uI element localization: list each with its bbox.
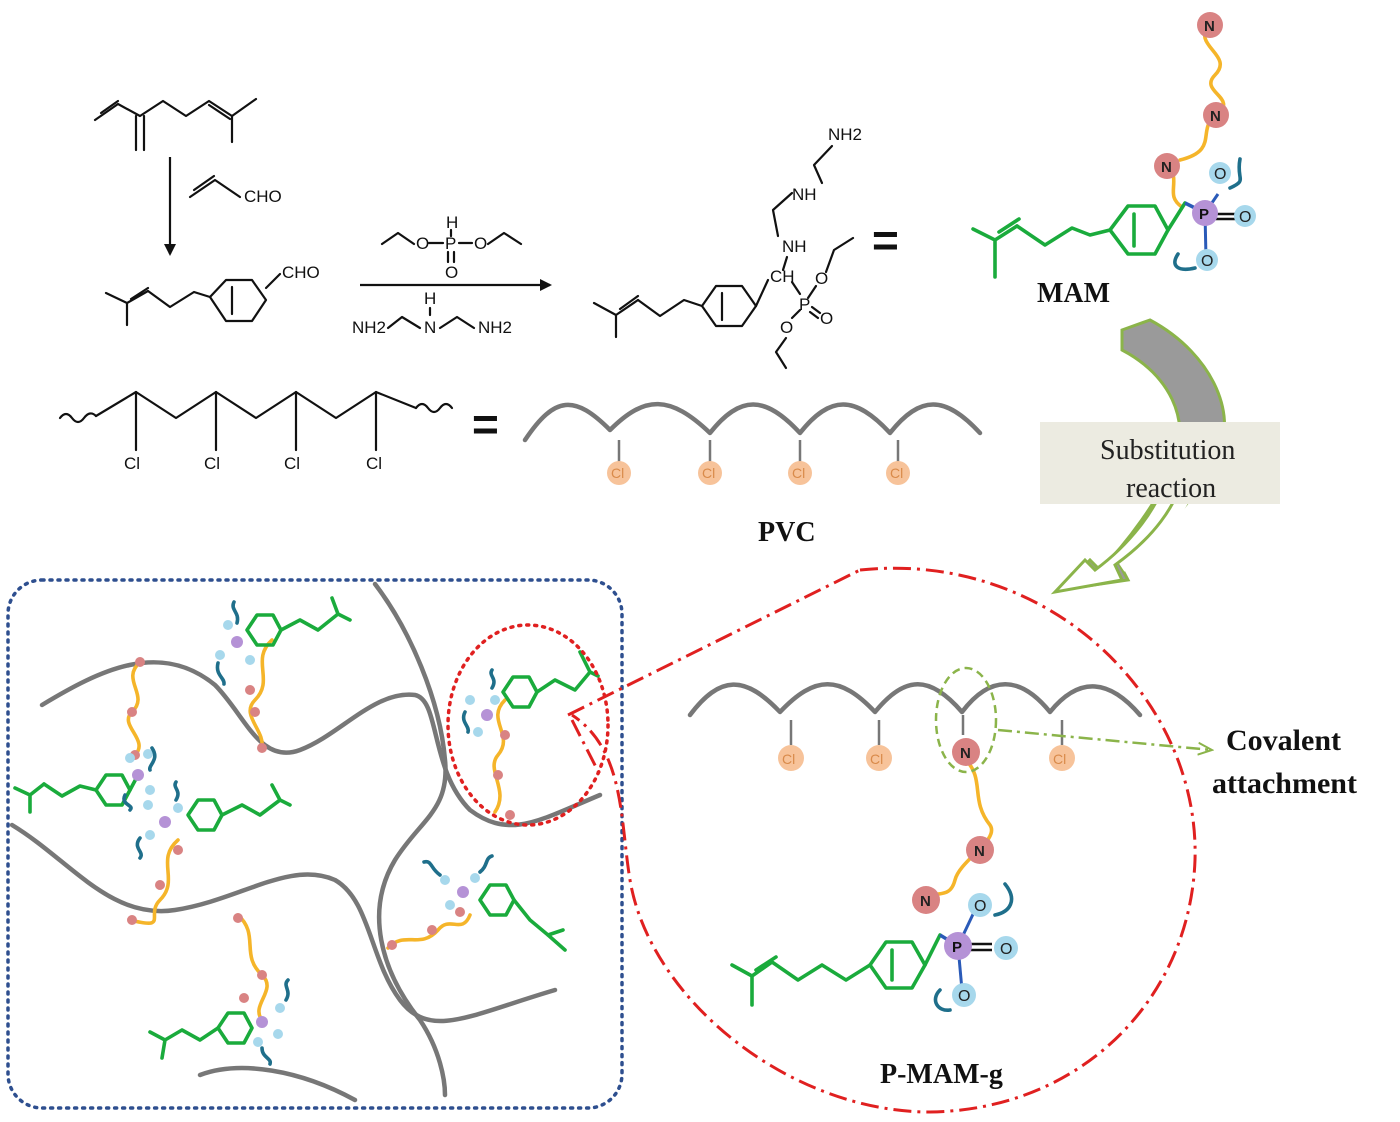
zoom-callout <box>567 566 1197 1114</box>
zoom-source-circle <box>446 623 610 827</box>
p-mam-g-label: P-MAM-g <box>880 1059 1003 1090</box>
p-label: P <box>799 295 810 314</box>
acrolein-structure: CHO <box>188 174 282 206</box>
substitution-label-line2: reaction <box>1126 473 1216 504</box>
nh2-left-label: NH2 <box>352 318 386 337</box>
ch-label: CH <box>770 267 795 286</box>
cl-label: Cl <box>124 454 140 473</box>
network-mam-grafts <box>13 596 600 1066</box>
n-atom-label: N <box>1161 159 1172 176</box>
o-atom-label: O <box>974 898 986 915</box>
nh-label-1: NH <box>792 185 817 204</box>
nh2-right-label: NH2 <box>478 318 512 337</box>
covalent-arrow <box>997 728 1212 750</box>
p-mam-g-cartoon: Cl Cl Cl N N N P O O O <box>687 682 1143 1012</box>
o-atom-label: O <box>1239 209 1251 226</box>
mam-label: MAM <box>1037 278 1110 309</box>
n-atom-label: N <box>960 745 971 762</box>
n-center-label: N <box>424 318 436 337</box>
cl-label: Cl <box>284 454 300 473</box>
cl-label: Cl <box>792 465 805 481</box>
substitution-label-line1: Substitution <box>1100 435 1235 466</box>
cl-label: Cl <box>204 454 220 473</box>
pvc-skeletal-structure: Cl Cl Cl Cl <box>58 390 454 473</box>
network-pvc-chains <box>9 581 603 1103</box>
n-atom-label: N <box>974 843 985 860</box>
h-label: H <box>424 289 436 308</box>
myrcene-structure <box>93 97 258 152</box>
covalent-highlight-ellipse <box>934 666 998 774</box>
o-label: O <box>474 234 487 253</box>
substitution-label-box <box>1040 422 1280 504</box>
equals-sign-mam: = <box>872 214 899 266</box>
o-atom-label: O <box>958 988 970 1005</box>
cho-label-2: CHO <box>282 263 320 282</box>
equals-sign-pvc: = <box>472 398 499 450</box>
h-label: H <box>446 213 458 232</box>
n-atom-label: N <box>1210 108 1221 125</box>
o-label: O <box>416 234 429 253</box>
covalent-label-line1: Covalent <box>1226 724 1341 757</box>
pvc-label: PVC <box>758 517 816 548</box>
p-label: P <box>445 234 456 253</box>
diethylenetriamine-structure: NH2 H N NH2 <box>352 289 512 337</box>
o-atom-label: O <box>1201 253 1213 270</box>
cl-label: Cl <box>870 751 883 767</box>
n-atom-label: N <box>920 893 931 910</box>
mam-skeletal-structure: NH2 NH NH CH P O O O <box>592 125 862 370</box>
nh2-top-label: NH2 <box>828 125 862 144</box>
p-atom-label: P <box>1199 206 1209 223</box>
cl-label: Cl <box>782 751 795 767</box>
cl-label: Cl <box>611 465 624 481</box>
cl-label: Cl <box>702 465 715 481</box>
o-label: O <box>780 318 793 337</box>
o-atom-label: O <box>1000 941 1012 958</box>
cl-label: Cl <box>890 465 903 481</box>
o-label: O <box>815 269 828 288</box>
covalent-label-line2: attachment <box>1212 767 1357 800</box>
p-atom-label: P <box>952 939 962 956</box>
mam-cartoon: N N N P O O O <box>971 12 1256 279</box>
cl-label: Cl <box>366 454 382 473</box>
grafted-network-box <box>6 578 624 1110</box>
n-atom-label: N <box>1204 18 1215 35</box>
myrac-aldehyde-structure: CHO <box>104 263 320 327</box>
pvc-cartoon: Cl Cl Cl Cl <box>522 401 983 485</box>
cl-label: Cl <box>1053 751 1066 767</box>
o-atom-label: O <box>1214 166 1226 183</box>
o-label: O <box>820 309 833 328</box>
diethyl-phosphite-structure: O P H O O <box>380 213 523 282</box>
cho-label-1: CHO <box>244 187 282 206</box>
o-label: O <box>445 263 458 282</box>
nh-label-2: NH <box>782 237 807 256</box>
